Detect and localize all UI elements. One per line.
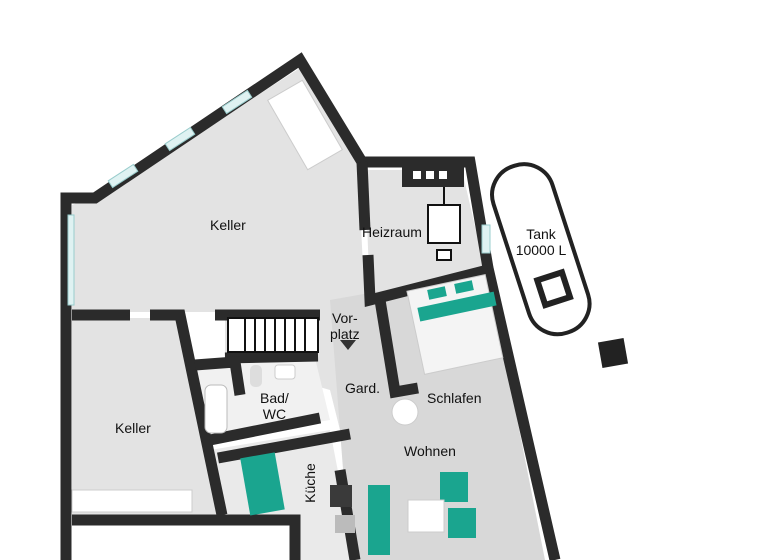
pillar [597, 337, 629, 369]
washbasin [274, 364, 296, 380]
kitchen-table [240, 452, 285, 516]
heizraum-floor [365, 170, 485, 300]
shelf [71, 489, 193, 513]
room-label-garderobe: Gard. [345, 380, 381, 396]
bathtub [204, 384, 228, 434]
room-label-bad-wc: Bad/WC [260, 390, 289, 422]
windows [67, 89, 491, 306]
bed-blanket [417, 291, 497, 322]
room-label-kueche: Küche [301, 463, 318, 503]
room-label-heizraum: Heizraum [362, 224, 422, 240]
tank [490, 162, 592, 337]
armchair [440, 472, 468, 502]
staircase [227, 317, 319, 353]
room-label-keller: Keller [115, 420, 151, 436]
keller-left-floor [72, 318, 222, 515]
arrow-down-icon [340, 340, 356, 350]
room-label-keller: Keller [210, 217, 246, 233]
sofa [368, 485, 390, 555]
boiler-icon [427, 185, 461, 261]
stove-icon [330, 485, 352, 507]
armchair [448, 508, 476, 538]
room-label-wohnen: Wohnen [404, 443, 456, 459]
room-label-vorplatz: Vor-platz [330, 310, 360, 342]
coffee-table [407, 499, 445, 533]
sink-icon [335, 515, 355, 533]
bed [406, 274, 504, 375]
round-table [391, 398, 419, 426]
shelf [266, 79, 344, 171]
room-label-schlafen: Schlafen [427, 390, 482, 406]
toilet [250, 365, 262, 387]
